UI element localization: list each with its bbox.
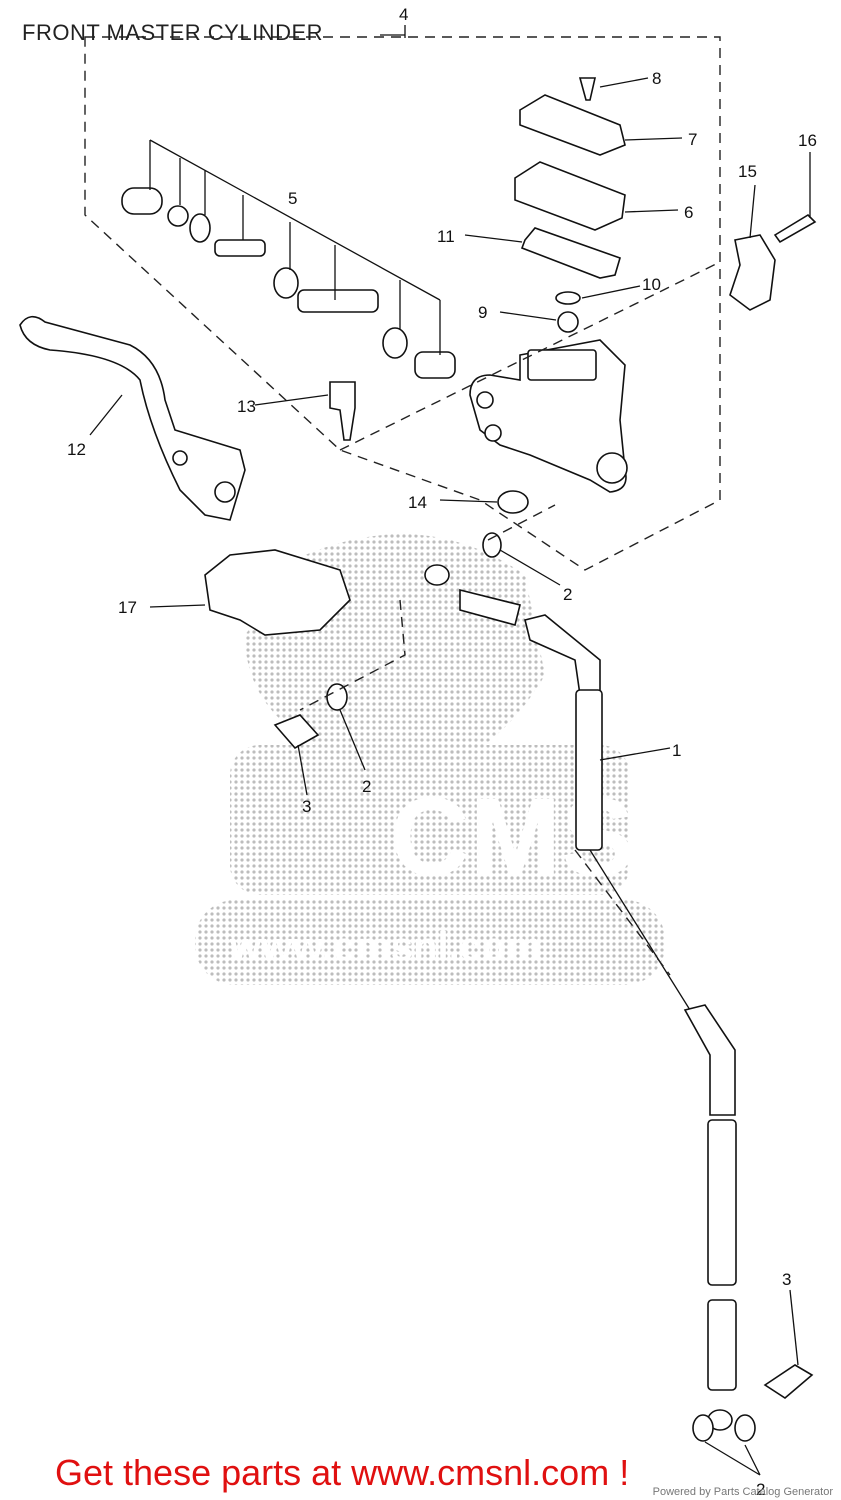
footer-credit: Powered by Parts Catalog Generator bbox=[652, 1486, 833, 1498]
callout-9: 9 bbox=[478, 303, 487, 322]
callout-2c: 2 bbox=[756, 1480, 765, 1499]
callout-14: 14 bbox=[408, 493, 427, 512]
piston-kit bbox=[121, 139, 456, 379]
callout-4: 4 bbox=[399, 5, 408, 24]
callout-13: 13 bbox=[237, 397, 256, 416]
cap-9 bbox=[557, 311, 579, 333]
callout-1: 1 bbox=[672, 741, 681, 760]
callout-3b: 3 bbox=[782, 1270, 791, 1289]
master-cylinder-body bbox=[469, 339, 628, 493]
brake-hose bbox=[424, 532, 756, 1442]
callout-16: 16 bbox=[798, 131, 817, 150]
bolt-16 bbox=[773, 213, 817, 244]
assembly-boundary bbox=[84, 36, 721, 571]
callout-2a: 2 bbox=[563, 585, 572, 604]
watermark-url-text: www.cmsnl.com bbox=[229, 925, 542, 969]
switch-17 bbox=[204, 549, 351, 636]
callout-12: 12 bbox=[67, 440, 86, 459]
union-bolt-lower bbox=[763, 1364, 814, 1399]
footer-cta-link[interactable]: Get these parts at www.cmsnl.com ! bbox=[55, 1452, 630, 1493]
pin-13 bbox=[329, 381, 356, 441]
callout-11: 11 bbox=[437, 227, 455, 246]
callout-3a: 3 bbox=[302, 797, 311, 816]
callout-6: 6 bbox=[684, 203, 693, 222]
union-bolt-upper bbox=[273, 714, 320, 750]
callout-8: 8 bbox=[652, 69, 661, 88]
brake-lever bbox=[19, 315, 246, 521]
bushing-14 bbox=[497, 490, 529, 514]
callout-5: 5 bbox=[288, 189, 297, 208]
reservoir-cover-set bbox=[514, 77, 626, 279]
callout-10: 10 bbox=[642, 275, 661, 294]
page-title: FRONT MASTER CYLINDER bbox=[22, 20, 324, 45]
callout-15: 15 bbox=[738, 162, 757, 181]
oring-10 bbox=[555, 291, 581, 305]
callout-2b: 2 bbox=[362, 777, 371, 796]
callout-7: 7 bbox=[688, 130, 697, 149]
washer-upper bbox=[326, 683, 348, 711]
callout-17: 17 bbox=[118, 598, 137, 617]
bracket-15 bbox=[729, 234, 776, 311]
